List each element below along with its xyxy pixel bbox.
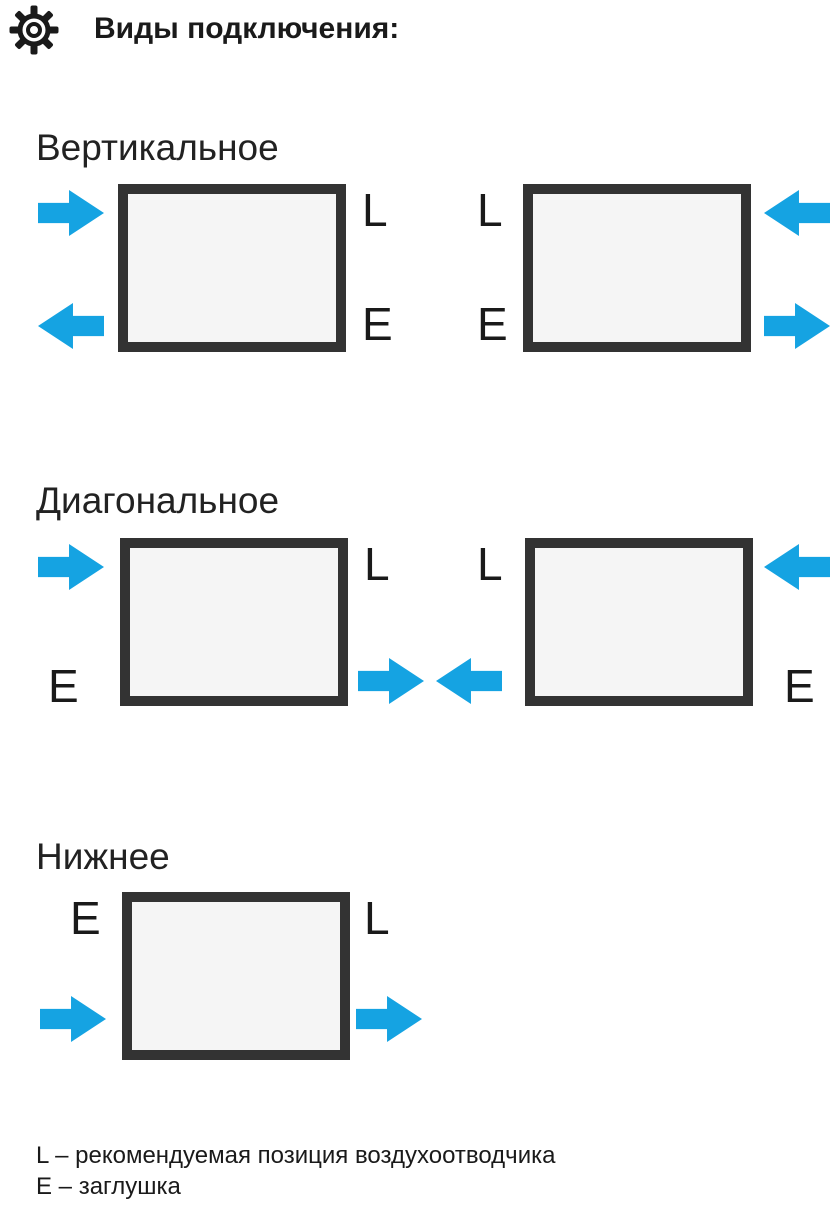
- vent-label: L: [364, 538, 390, 590]
- legend: L – рекомендуемая позиция воздухоотводчи…: [36, 1140, 555, 1202]
- plug-label: E: [477, 298, 508, 350]
- radiator-box: [118, 184, 346, 352]
- legend-plug-line: E – заглушка: [36, 1173, 181, 1200]
- arrow-right-icon: [38, 544, 104, 590]
- gear-icon: [9, 5, 59, 55]
- arrow-right-icon: [38, 190, 104, 236]
- arrow-left-icon: [764, 544, 830, 590]
- arrow-right-icon: [356, 996, 422, 1042]
- plug-label: E: [70, 892, 101, 944]
- radiator-box: [523, 184, 751, 352]
- radiator-box: [122, 892, 350, 1060]
- radiator-box: [525, 538, 753, 706]
- radiator-box: [120, 538, 348, 706]
- page-title: Виды подключения:: [94, 12, 400, 45]
- plug-label: E: [362, 298, 393, 350]
- vent-label: L: [362, 184, 388, 236]
- legend-vent-line: L – рекомендуемая позиция воздухоотводчи…: [36, 1142, 556, 1169]
- section-title-diagonal: Диагональное: [36, 480, 280, 521]
- vent-label: L: [477, 538, 503, 590]
- arrow-right-icon: [358, 658, 424, 704]
- vent-label: L: [364, 892, 390, 944]
- arrow-right-icon: [40, 996, 106, 1042]
- plug-label: E: [48, 660, 79, 712]
- vent-label: L: [477, 184, 503, 236]
- arrow-left-icon: [38, 303, 104, 349]
- arrow-left-icon: [436, 658, 502, 704]
- section-title-vertical: Вертикальное: [36, 127, 279, 168]
- plug-label: E: [784, 660, 815, 712]
- arrow-right-icon: [764, 303, 830, 349]
- arrow-left-icon: [764, 190, 830, 236]
- section-title-bottom: Нижнее: [36, 836, 170, 877]
